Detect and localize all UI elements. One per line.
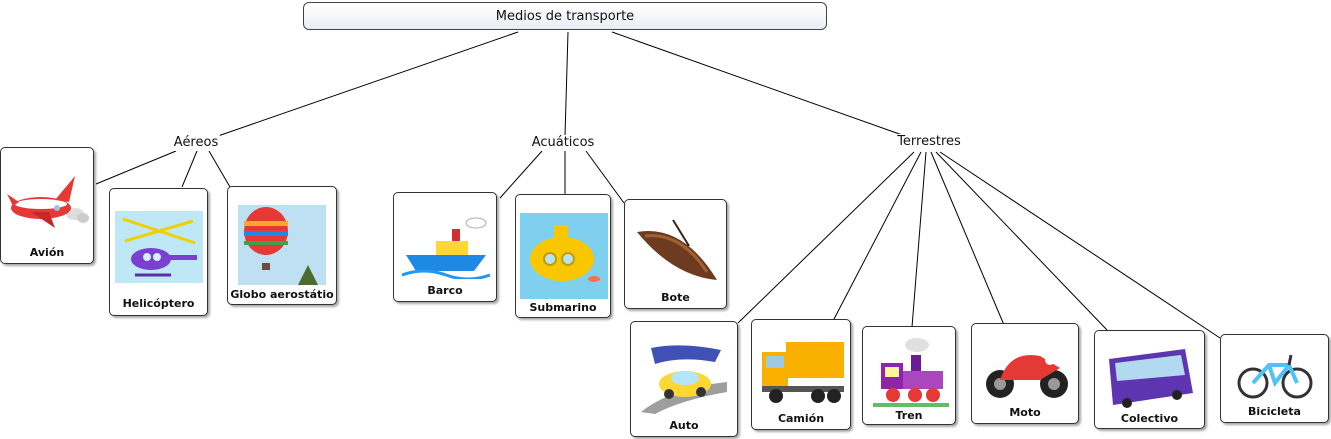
node-bote[interactable]: Bote — [624, 199, 727, 309]
submarine-icon — [520, 213, 608, 299]
node-submarino-label: Submarino — [529, 301, 597, 314]
car-icon — [641, 342, 727, 414]
category-terrestres[interactable]: Terrestres — [895, 134, 963, 150]
category-aereos[interactable]: Aéreos — [171, 135, 221, 151]
node-auto-label: Auto — [669, 419, 699, 432]
node-globo[interactable]: Globo aerostátio — [227, 186, 337, 305]
bus-icon — [1105, 345, 1195, 409]
hot-air-balloon-icon — [238, 205, 326, 285]
node-avion-label: Avión — [29, 246, 65, 259]
node-bote-label: Bote — [661, 291, 690, 304]
category-acuaticos[interactable]: Acuáticos — [529, 135, 597, 151]
root-concept[interactable]: Medios de transporte — [303, 2, 827, 30]
node-avion[interactable]: Avión — [0, 147, 94, 264]
boat-icon — [400, 215, 492, 279]
node-barco-label: Barco — [427, 284, 463, 297]
node-camion-label: Camión — [777, 412, 825, 425]
root-label: Medios de transporte — [495, 8, 635, 24]
node-camion[interactable]: Camión — [751, 319, 851, 430]
node-helicoptero-label: Helicóptero — [122, 297, 195, 310]
node-moto[interactable]: Moto — [971, 323, 1079, 424]
bicycle-icon — [1233, 345, 1317, 401]
node-moto-label: Moto — [1009, 406, 1041, 419]
node-tren-label: Tren — [895, 409, 923, 422]
node-tren[interactable]: Tren — [862, 326, 956, 425]
node-submarino[interactable]: Submarino — [515, 194, 611, 318]
node-bicicleta[interactable]: Bicicleta — [1220, 334, 1329, 423]
truck-icon — [758, 334, 846, 406]
helicopter-icon — [115, 211, 203, 283]
airplane-icon — [5, 168, 89, 234]
node-bicicleta-label: Bicicleta — [1248, 405, 1301, 418]
node-auto[interactable]: Auto — [630, 321, 738, 437]
motorcycle-icon — [980, 340, 1072, 402]
node-colectivo[interactable]: Colectivo — [1094, 330, 1205, 429]
node-helicoptero[interactable]: Helicóptero — [109, 188, 208, 316]
rowboat-icon — [633, 216, 721, 284]
node-barco[interactable]: Barco — [393, 192, 497, 302]
node-colectivo-label: Colectivo — [1120, 412, 1179, 425]
train-icon — [869, 333, 951, 411]
node-globo-label: Globo aerostátio — [230, 288, 334, 301]
